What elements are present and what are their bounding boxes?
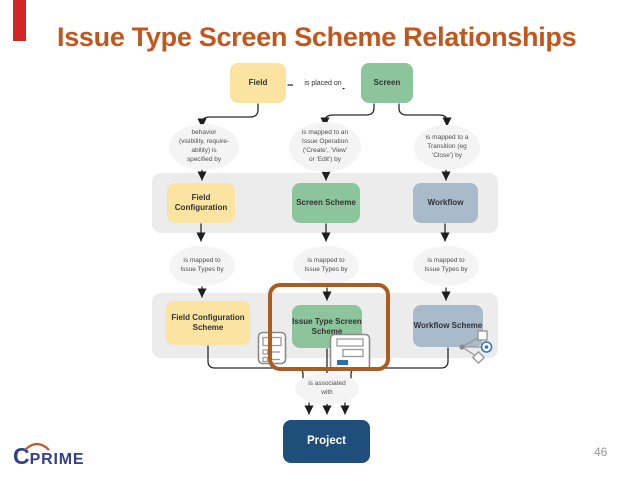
list-document-icon: [257, 331, 287, 365]
relation-mapped-issue-types-center: is mapped to Issue Types by: [293, 246, 359, 286]
relation-issue-operation: is mapped to an Issue Operation ('Create…: [289, 122, 361, 172]
relation-mapped-issue-types-right: is mapped to Issue Types by: [413, 246, 479, 286]
node-workflow: Workflow: [413, 183, 478, 223]
relation-is-associated-with: is associated with: [295, 373, 359, 404]
accent-bar: [13, 0, 26, 41]
node-screen: Screen: [361, 63, 413, 103]
node-screen-scheme: Screen Scheme: [292, 183, 360, 223]
node-field-configuration: Field Configuration: [167, 183, 235, 223]
relation-mapped-issue-types-left: is mapped to Issue Types by: [169, 246, 235, 286]
node-field-configuration-scheme: Field Configuration Scheme: [166, 301, 250, 345]
workflow-branch-icon: [459, 330, 493, 365]
node-field: Field: [230, 63, 286, 103]
slide-title: Issue Type Screen Scheme Relationships: [57, 22, 577, 52]
form-document-icon: [329, 333, 371, 371]
node-project: Project: [283, 420, 370, 463]
page-number: 46: [594, 445, 608, 459]
edge-label-is-placed-on: is placed on: [293, 79, 353, 88]
logo-arc-icon: [24, 442, 50, 451]
relation-behavior-specified-by: behavior (visibility, require- ability) …: [169, 124, 239, 170]
logo-text-prime: PRIME: [29, 451, 85, 468]
relation-transition: is mapped to a Transition (eg 'Close') b…: [414, 125, 480, 170]
node-workflow-scheme: Workflow Scheme: [413, 305, 483, 347]
